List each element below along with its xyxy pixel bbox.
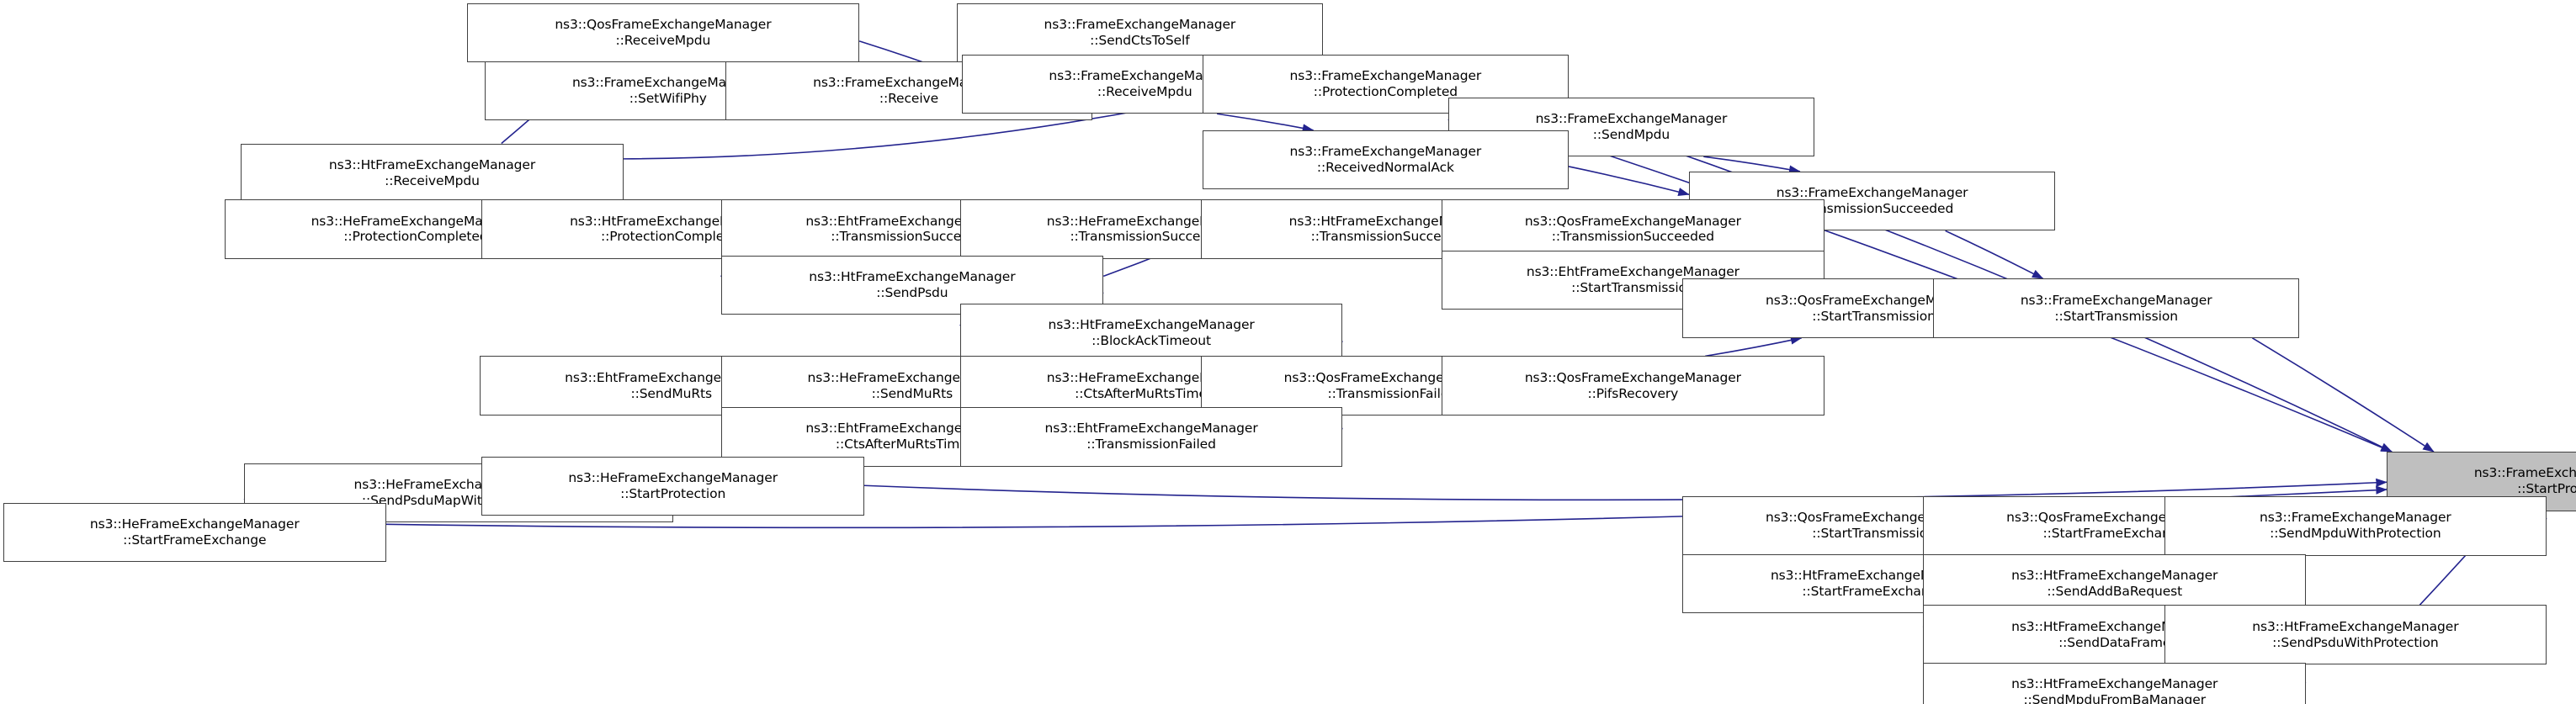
node-class-label: ns3::HeFrameExchangeManager — [89, 516, 300, 532]
graph-edge — [2251, 337, 2435, 453]
node-method-label: ::ReceivedNormalAck — [1316, 160, 1454, 176]
node-method-label: ::TransmissionSucceeded — [1551, 229, 1715, 245]
graph-node-n8[interactable]: ns3::FrameExchangeManager::ReceivedNorma… — [1202, 130, 1569, 190]
node-class-label: ns3::HtFrameExchangeManager — [2011, 567, 2218, 583]
node-method-label: ::BlockAckTimeout — [1091, 332, 1211, 348]
graph-edge — [1705, 336, 1803, 357]
graph-node-n9[interactable]: ns3::HtFrameExchangeManager::ReceiveMpdu — [241, 143, 624, 204]
node-method-label: ::TransmissionFailed — [1086, 437, 1216, 453]
node-class-label: ns3::FrameExchangeManager — [2020, 292, 2212, 308]
graph-edge — [1568, 166, 1690, 197]
node-class-label: ns3::FrameExchangeManager — [1289, 144, 1482, 160]
node-method-label: ::StartTransmission — [1812, 526, 1936, 542]
node-method-label: ::SendPsdu — [876, 285, 948, 301]
node-class-label: ns3::FrameExchangeManager — [1535, 110, 1728, 126]
node-method-label: ::ProtectionCompleted — [1313, 83, 1458, 99]
graph-node-n28[interactable]: ns3::EhtFrameExchangeManager::Transmissi… — [959, 407, 1343, 467]
node-class-label: ns3::FrameExchangeManager — [2473, 465, 2576, 481]
node-method-label: ::SendMpduWithProtection — [2270, 526, 2441, 542]
node-method-label: ::SendDataFrame — [2058, 634, 2171, 650]
node-method-label: ::StartFrameExchange — [123, 532, 267, 548]
node-class-label: ns3::QosFrameExchangeManager — [1524, 369, 1741, 385]
node-method-label: ::StartTransmission — [1571, 280, 1695, 296]
node-class-label: ns3::HtFrameExchangeManager — [328, 156, 536, 172]
node-method-label: ::SendMuRts — [871, 385, 953, 401]
node-method-label: ::ReceiveMpdu — [615, 33, 711, 49]
graph-node-n32[interactable]: ns3::HeFrameExchangeManager::StartFrameE… — [3, 502, 386, 563]
node-class-label: ns3::FrameExchangeManager — [1289, 68, 1482, 84]
graph-edge — [1945, 230, 2044, 279]
node-method-label: ::SendCtsToSelf — [1090, 33, 1190, 49]
node-method-label: ::StartProtection — [2517, 481, 2576, 497]
graph-node-n39[interactable]: ns3::HtFrameExchangeManager::SendPsduWit… — [2164, 605, 2547, 664]
graph-node-n20[interactable]: ns3::FrameExchangeManager::StartTransmis… — [1933, 278, 2300, 338]
graph-node-n40[interactable]: ns3::HtFrameExchangeManager::SendMpduFro… — [1923, 662, 2307, 704]
node-method-label: ::SendAddBaRequest — [2047, 583, 2183, 599]
node-method-label: ::TransmissionFailed — [1327, 385, 1458, 401]
node-method-label: ::ReceiveMpdu — [1097, 83, 1192, 99]
node-method-label: ::SendMpduFromBaManager — [2023, 692, 2206, 704]
graph-node-n35[interactable]: ns3::FrameExchangeManager::SendMpduWithP… — [2164, 495, 2547, 556]
graph-node-n1[interactable]: ns3::QosFrameExchangeManager::ReceiveMpd… — [466, 3, 860, 63]
node-class-label: ns3::EhtFrameExchangeManager — [1044, 421, 1258, 437]
node-class-label: ns3::HtFrameExchangeManager — [2252, 618, 2459, 634]
node-class-label: ns3::HtFrameExchangeManager — [1048, 316, 1255, 332]
node-class-label: ns3::HtFrameExchangeManager — [2011, 676, 2218, 692]
node-method-label: ::SendMpdu — [1592, 126, 1670, 142]
node-method-label: ::SendPsduWithProtection — [2272, 634, 2439, 650]
node-class-label: ns3::QosFrameExchangeManager — [1524, 213, 1741, 229]
node-method-label: ::SetWifiPhy — [629, 90, 707, 106]
node-method-label: ::SendMuRts — [630, 385, 712, 401]
graph-node-n26[interactable]: ns3::QosFrameExchangeManager::PifsRecove… — [1442, 356, 1824, 416]
node-class-label: ns3::HeFrameExchangeManager — [568, 470, 778, 486]
node-method-label: ::ReceiveMpdu — [385, 172, 480, 188]
node-method-label: ::StartProtection — [620, 486, 726, 502]
node-class-label: ns3::FrameExchangeManager — [1044, 17, 1236, 33]
node-class-label: ns3::FrameExchangeManager — [2260, 510, 2451, 526]
node-class-label: ns3::QosFrameExchangeManager — [555, 17, 772, 33]
graph-node-n31[interactable]: ns3::HeFrameExchangeManager::StartProtec… — [481, 456, 865, 516]
graph-node-n21[interactable]: ns3::HtFrameExchangeManager::BlockAckTim… — [959, 303, 1343, 363]
graph-edge — [1703, 156, 1801, 174]
graph-edge — [1216, 113, 1315, 133]
node-method-label: ::StartTransmission — [1812, 308, 1936, 324]
node-method-label: ::Receive — [879, 90, 939, 106]
node-method-label: ::StartTransmission — [2054, 308, 2178, 324]
node-method-label: ::PifsRecovery — [1587, 385, 1679, 401]
node-class-label: ns3::HtFrameExchangeManager — [809, 269, 1016, 285]
node-method-label: ::ProtectionCompleted — [343, 229, 488, 245]
